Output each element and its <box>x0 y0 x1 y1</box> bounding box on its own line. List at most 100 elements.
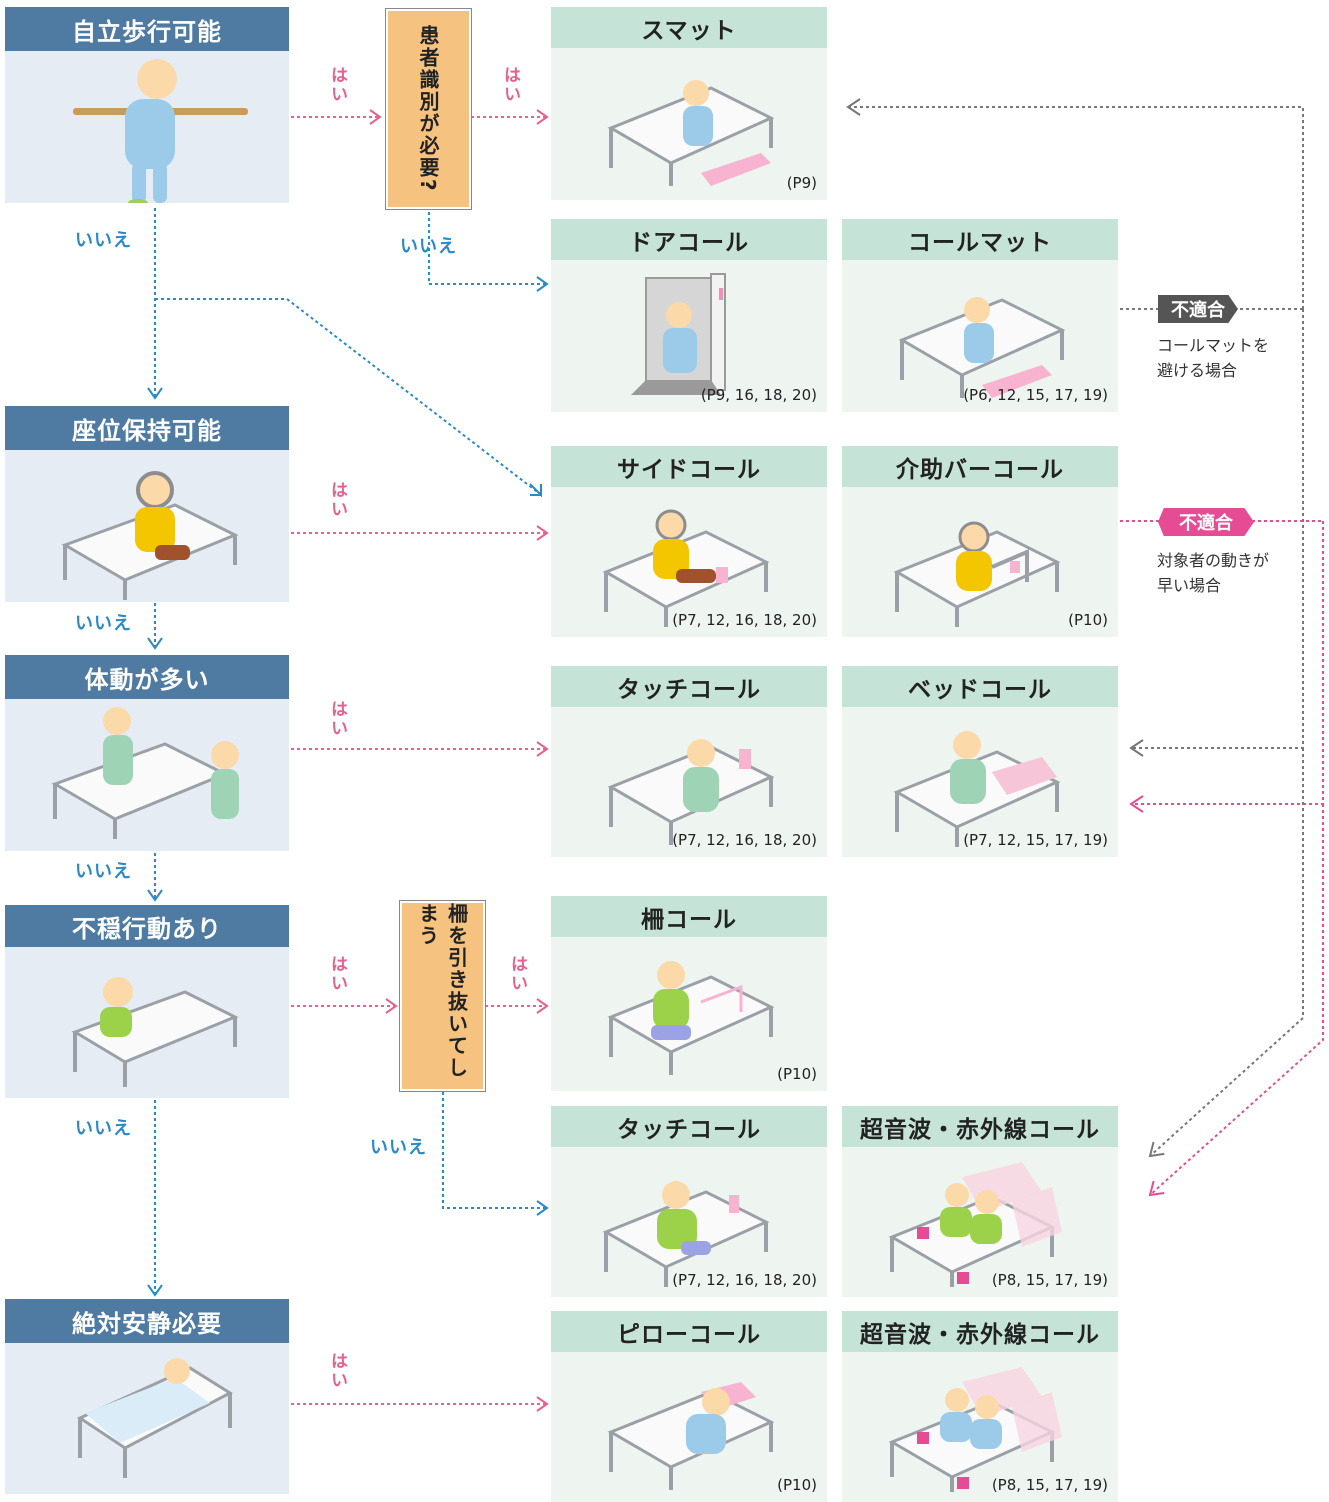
card-rail-call: 柵コール (P10) <box>551 896 827 1091</box>
bed-rail-sensor-illustration <box>607 961 775 1075</box>
card-body: (P8, 15, 17, 19) <box>842 1352 1118 1502</box>
note-line: 対象者の動きが <box>1157 551 1270 570</box>
no-label: いいえ <box>400 236 457 257</box>
page-reference: (P10) <box>777 1065 817 1083</box>
card-body: (P10) <box>551 1352 827 1502</box>
no-label: いいえ <box>75 1118 132 1139</box>
card-title: 超音波・赤外線コール <box>842 1106 1118 1147</box>
card-title: ピローコール <box>551 1311 827 1352</box>
card-title: 超音波・赤外線コール <box>842 1311 1118 1352</box>
unsuitable-badge: 不適合 <box>1158 508 1254 536</box>
condition-walk: 自立歩行可能 <box>5 7 289 207</box>
condition-absolute-rest: 絶対安静必要 <box>5 1299 289 1494</box>
card-side-call: サイドコール (P7, 12, 16, 18, 20) <box>551 446 827 637</box>
page-reference: (P10) <box>777 1476 817 1494</box>
condition-title: 自立歩行可能 <box>5 7 289 51</box>
unsuitable-line <box>1148 748 1304 1158</box>
card-door-call: ドアコール (P9, 16, 18, 20) <box>551 219 827 412</box>
card-body: (P10) <box>842 487 1118 637</box>
yes-label: はい <box>327 481 347 519</box>
moving-person-illustration <box>5 699 289 851</box>
page-reference: (P9, 16, 18, 20) <box>700 386 817 404</box>
question-pull-rail: 柵を引き抜いてしまう <box>399 900 486 1092</box>
note-line: 早い場合 <box>1157 576 1222 595</box>
condition-sit: 座位保持可能 <box>5 406 289 602</box>
yes-label: はい <box>327 66 347 104</box>
card-title: サイドコール <box>551 446 827 487</box>
yes-label: はい <box>507 955 527 993</box>
card-body: (P9, 16, 18, 20) <box>551 260 827 412</box>
card-call-mat: コールマット (P6, 12, 15, 17, 19) <box>842 219 1118 412</box>
page-reference: (P7, 12, 16, 18, 20) <box>672 831 817 849</box>
no-label: いいえ <box>75 861 132 882</box>
page-reference: (P6, 12, 15, 17, 19) <box>963 386 1108 404</box>
yes-label: はい <box>327 1352 347 1390</box>
card-body: (P7, 12, 16, 18, 20) <box>551 1147 827 1297</box>
card-smat: スマット (P9) <box>551 7 827 200</box>
yes-label: はい <box>500 66 520 104</box>
card-pillow-call: ピローコール (P10) <box>551 1311 827 1502</box>
no-label: いいえ <box>75 613 132 634</box>
card-body: (P10) <box>551 937 827 1091</box>
bed-touch-sensor-illustration <box>607 739 775 845</box>
card-touch-call-2: タッチコール (P7, 12, 16, 18, 20) <box>551 1106 827 1297</box>
sitting-person-illustration <box>5 450 289 602</box>
bed-ultrasonic-sensor-illustration <box>888 1367 1062 1492</box>
card-touch-call-1: タッチコール (P7, 12, 16, 18, 20) <box>551 666 827 857</box>
page-reference: (P8, 15, 17, 19) <box>991 1271 1108 1289</box>
unsuitable-line <box>846 98 1304 309</box>
card-title: 柵コール <box>551 896 827 937</box>
card-title: タッチコール <box>551 1106 827 1147</box>
card-body: (P7, 12, 15, 17, 19) <box>842 707 1118 857</box>
card-title: ベッドコール <box>842 666 1118 707</box>
no-arrow <box>428 212 549 292</box>
bed-ultrasonic-sensor-illustration <box>888 1162 1062 1287</box>
note-line: 避ける場合 <box>1157 361 1238 380</box>
unsuitable-badge: 不適合 <box>1158 295 1238 323</box>
restless-person-illustration <box>5 947 289 1098</box>
resting-person-illustration <box>5 1343 289 1494</box>
card-title: ドアコール <box>551 219 827 260</box>
bed-side-sensor-illustration <box>602 509 770 627</box>
card-title: コールマット <box>842 219 1118 260</box>
bed-mat-illustration <box>898 297 1066 398</box>
no-arrow-head <box>529 483 542 498</box>
no-label: いいえ <box>75 230 132 251</box>
condition-title: 不穏行動あり <box>5 905 289 947</box>
no-label: いいえ <box>370 1137 427 1158</box>
card-body: (P8, 15, 17, 19) <box>842 1147 1118 1297</box>
yes-label: はい <box>327 955 347 993</box>
no-arrow <box>155 298 541 495</box>
bed-sheet-sensor-illustration <box>893 731 1061 847</box>
page-reference: (P10) <box>1068 611 1108 629</box>
card-title: スマット <box>551 7 827 48</box>
condition-title: 体動が多い <box>5 655 289 699</box>
card-ultrasonic-infrared-call-1: 超音波・赤外線コール (P8, 15, 17, 19) <box>842 1106 1118 1297</box>
card-body: (P6, 12, 15, 17, 19) <box>842 260 1118 412</box>
card-ultrasonic-infrared-call-2: 超音波・赤外線コール (P8, 15, 17, 19) <box>842 1311 1118 1502</box>
yes-label: はい <box>327 700 347 738</box>
unsuitable-line <box>1148 804 1324 1197</box>
page-reference: (P9) <box>786 174 817 192</box>
card-title: タッチコール <box>551 666 827 707</box>
card-bed-call: ベッドコール (P7, 12, 15, 17, 19) <box>842 666 1118 857</box>
unsuitable-note: 対象者の動きが 早い場合 <box>1157 548 1269 598</box>
note-line: コールマットを <box>1157 336 1270 355</box>
question-patient-identification: 患者識別が必要? <box>385 8 472 210</box>
bed-touch-sensor-illustration <box>602 1181 770 1287</box>
walking-person-illustration <box>5 51 289 207</box>
condition-title: 絶対安静必要 <box>5 1299 289 1343</box>
no-arrow <box>442 1092 549 1216</box>
page-reference: (P7, 12, 16, 18, 20) <box>672 1271 817 1289</box>
bed-assist-bar-illustration <box>893 521 1061 627</box>
card-body: (P9) <box>551 48 827 200</box>
condition-title: 座位保持可能 <box>5 406 289 450</box>
card-assist-bar-call: 介助バーコール (P10) <box>842 446 1118 637</box>
card-title: 介助バーコール <box>842 446 1118 487</box>
bed-pillow-sensor-illustration <box>607 1382 775 1490</box>
page-reference: (P7, 12, 15, 17, 19) <box>963 831 1108 849</box>
condition-restless: 不穏行動あり <box>5 905 289 1098</box>
condition-movement: 体動が多い <box>5 655 289 851</box>
page-reference: (P8, 15, 17, 19) <box>991 1476 1108 1494</box>
